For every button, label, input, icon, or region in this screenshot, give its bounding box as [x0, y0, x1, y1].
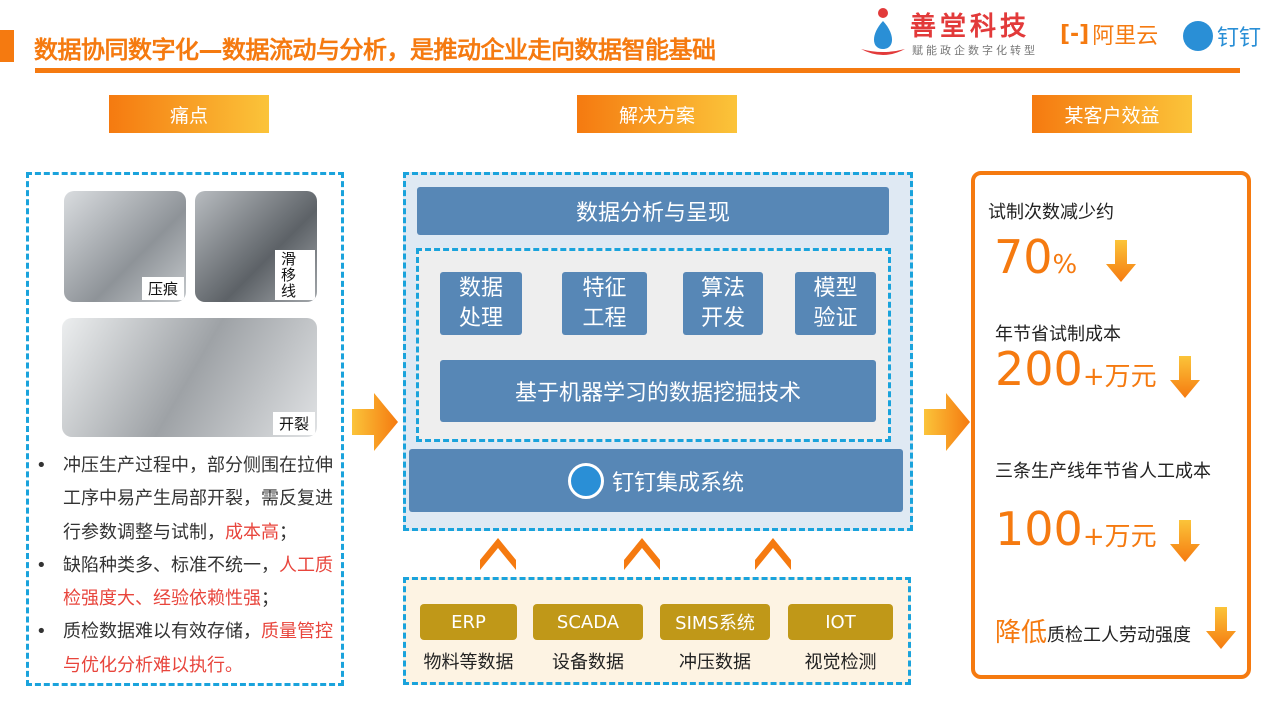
chevron-up-icon: [755, 538, 791, 570]
source-sims: SIMS系统: [660, 604, 770, 640]
shantang-logo: [858, 5, 908, 57]
source-label: 物料等数据: [423, 652, 514, 673]
photo-crack: 开裂: [62, 318, 317, 437]
benefit-labor-label: 三条生产线年节省人工成本: [995, 461, 1211, 482]
source-scada: SCADA: [533, 604, 643, 640]
dingtalk-system-box: 钉钉集成系统: [409, 449, 903, 512]
arrow-down-icon: [1170, 356, 1200, 398]
chevron-up-icon: [480, 538, 516, 570]
module-feature-engineering: 特征工程: [562, 272, 647, 335]
analysis-box: 数据分析与呈现: [417, 187, 889, 235]
benefit-trial-label: 试制次数减少约: [988, 202, 1114, 223]
aliyun-name: 阿里云: [1092, 24, 1159, 49]
pain-item: 质检数据难以有效存储，质量管控与优化分析难以执行。: [36, 615, 336, 682]
aliyun-icon: [-]: [1060, 21, 1090, 47]
arrow-down-icon: [1170, 520, 1200, 562]
photo-tag: 开裂: [272, 412, 315, 435]
module-validation: 模型验证: [795, 272, 876, 335]
dingtalk-system-label: 钉钉集成系统: [611, 470, 744, 496]
photo-dent: 压痕: [64, 191, 186, 302]
benefit-intensity: 降低质检工人劳动强度: [995, 618, 1192, 648]
pain-item: 缺陷种类多、标准不统一，人工质检强度大、经验依赖性强；: [36, 549, 336, 616]
arrow-down-icon: [1106, 240, 1136, 282]
page-title: 数据协同数字化—数据流动与分析，是推动企业走向数据智能基础: [34, 36, 716, 64]
chevron-up-icon: [624, 538, 660, 570]
benefit-cost-label: 年节省试制成本: [995, 324, 1121, 345]
source-label: 视觉检测: [804, 652, 877, 673]
shantang-slogan: 赋能政企数字化转型: [912, 44, 1038, 57]
dingtalk-icon: [567, 462, 604, 499]
dingtalk-name: 钉钉: [1217, 26, 1262, 51]
title-accent-bar: [0, 30, 14, 62]
pain-list: 冲压生产过程中，部分侧围在拉伸工序中易产生局部开裂，需反复进行参数调整与试制，成…: [36, 449, 336, 682]
aliyun-logo: [-]阿里云: [1060, 18, 1158, 50]
header-solution: 解决方案: [577, 95, 737, 133]
title-underline: [35, 68, 1240, 73]
benefit-trial-value: 70%: [994, 230, 1078, 284]
arrow-right-icon: [924, 393, 970, 451]
module-algorithm: 算法开发: [683, 272, 763, 335]
photo-slip-line: 滑移线: [195, 191, 317, 302]
pain-item: 冲压生产过程中，部分侧围在拉伸工序中易产生局部开裂，需反复进行参数调整与试制，成…: [36, 449, 336, 549]
header-pain: 痛点: [109, 95, 269, 133]
source-label: 设备数据: [552, 652, 624, 673]
source-iot: IOT: [788, 604, 893, 640]
photo-tag: 滑移线: [275, 250, 315, 300]
ml-box: 基于机器学习的数据挖掘技术: [440, 360, 876, 422]
source-label: 冲压数据: [679, 652, 751, 673]
header-benefit: 某客户效益: [1032, 95, 1192, 133]
dingtalk-logo: 钉钉: [1183, 20, 1261, 52]
source-erp: ERP: [420, 604, 517, 640]
benefit-panel: [971, 171, 1251, 679]
pain-panel: [26, 172, 344, 686]
benefit-labor-value: 100+万元: [995, 502, 1157, 556]
photo-tag: 压痕: [141, 277, 184, 300]
shantang-logo-icon: [861, 8, 905, 55]
arrow-right-icon: [352, 393, 398, 451]
dingtalk-icon: [1183, 21, 1213, 51]
arrow-down-icon: [1206, 607, 1236, 649]
shantang-name: 善堂科技: [910, 12, 1031, 42]
module-data-processing: 数据处理: [440, 272, 522, 335]
benefit-cost-value: 200+万元: [995, 342, 1157, 396]
